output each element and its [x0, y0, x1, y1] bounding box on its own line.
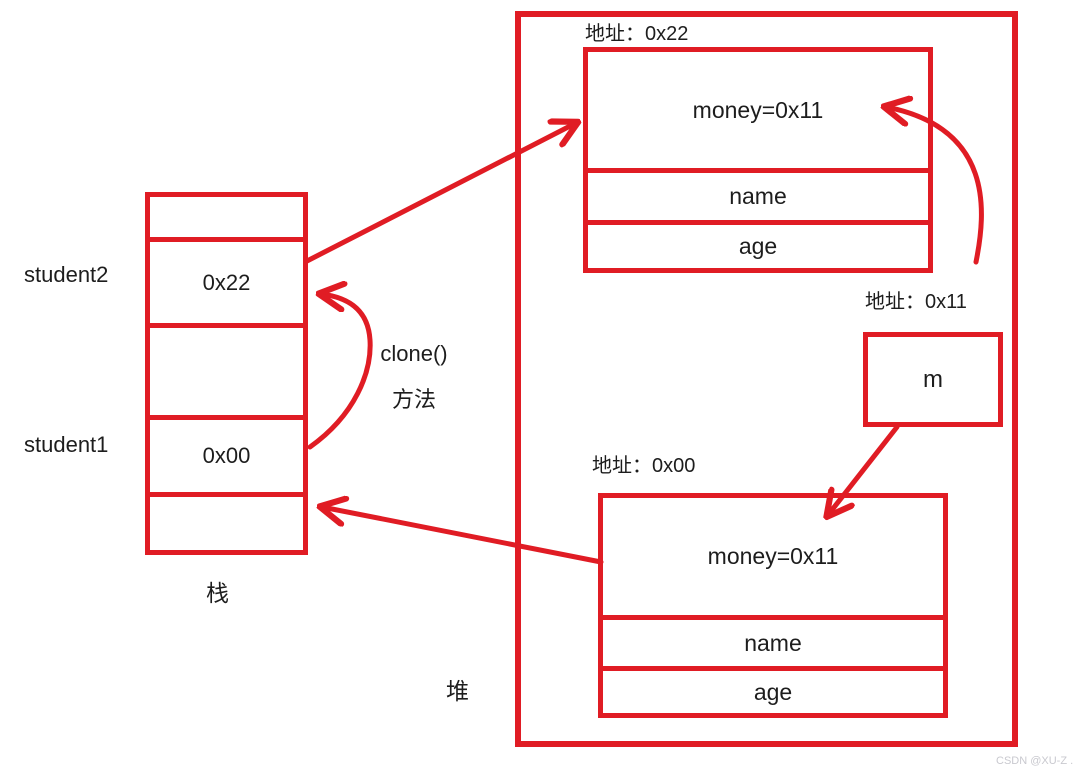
heap-object-0x22: money=0x11 name age [583, 47, 933, 273]
object-0x22-name-row: name [588, 168, 928, 220]
stack-slot-student1: 0x00 [150, 415, 303, 492]
clone-method-label-line2: 方法 [391, 387, 436, 412]
address-label-0x11: 地址：0x11 [865, 291, 967, 313]
heap-box [515, 11, 1018, 747]
object-0x22-money-row: money=0x11 [692, 96, 824, 123]
address-label-0x22: 地址：0x22 [585, 23, 689, 45]
heap-object-0x00: money=0x11 name age [598, 493, 948, 718]
student2-ref-label: student2 [24, 262, 109, 287]
address-label-0x00: 地址：0x00 [592, 455, 696, 477]
object-0x00-name-row: name [603, 615, 943, 666]
stack-zone-label: 栈 [206, 580, 229, 606]
heap-zone-label: 堆 [446, 678, 469, 704]
stack-box: 0x22 0x00 [145, 192, 308, 555]
clone-method-label-line1: clone() [380, 341, 448, 366]
csdn-watermark: CSDN @XU-Z . [996, 755, 1074, 767]
stack-slot [150, 323, 303, 415]
member-object-m-box: m [863, 332, 1003, 427]
object-0x00-money-row: money=0x11 [707, 543, 839, 569]
member-object-m-value: m [923, 365, 943, 393]
object-0x00-age-row: age [603, 666, 943, 713]
student1-ref-label: student1 [24, 432, 109, 457]
arrow-clone-student1-to-student2 [307, 294, 373, 450]
stack-slot [150, 197, 303, 237]
object-0x22-age-row: age [588, 220, 928, 268]
stack-slot-student2: 0x22 [150, 237, 303, 323]
stack-slot [150, 492, 303, 550]
